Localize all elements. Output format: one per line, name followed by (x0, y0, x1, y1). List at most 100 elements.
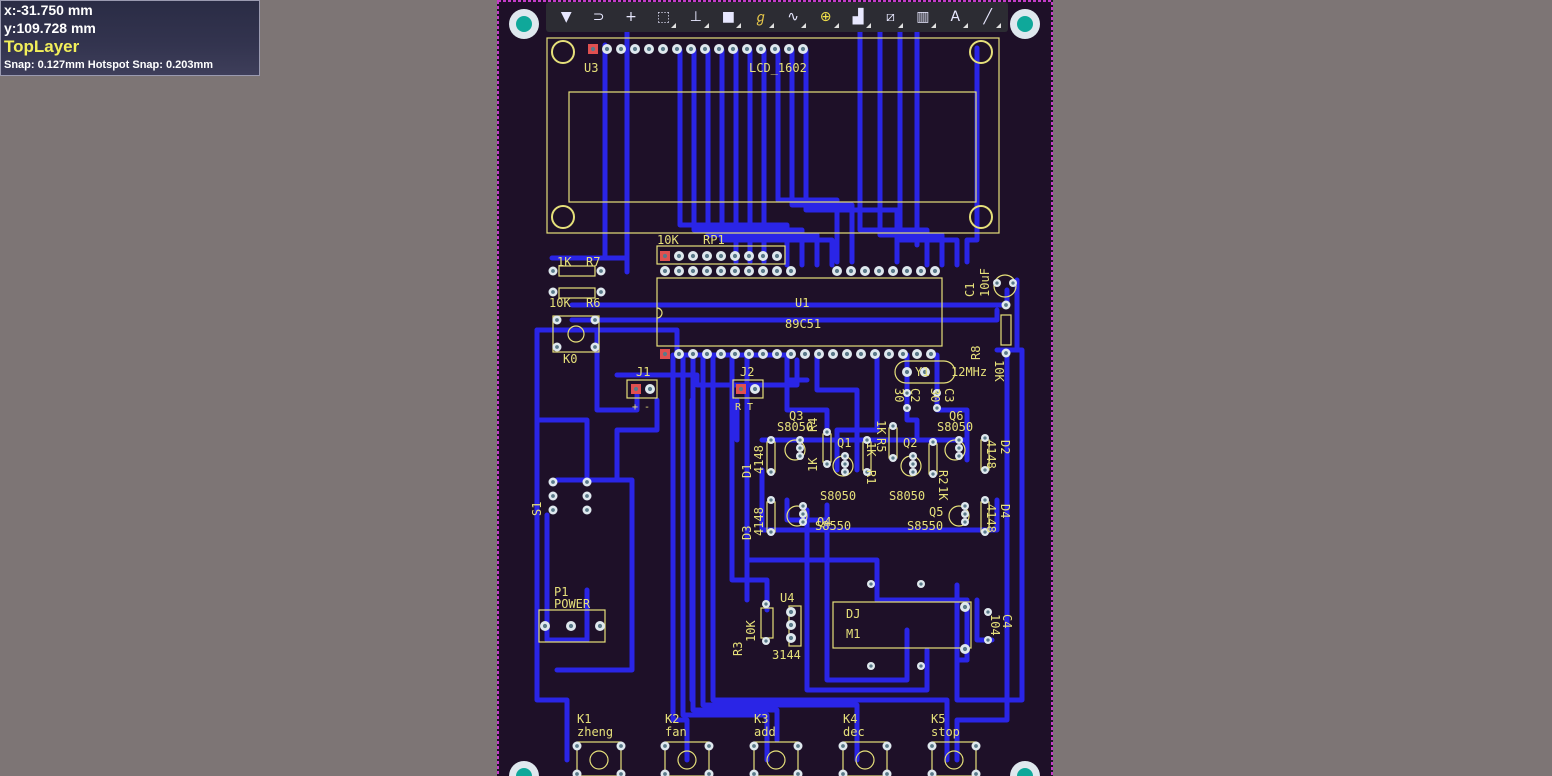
pad-hole (962, 604, 968, 610)
label-u4: U4 (780, 591, 794, 605)
label-d4: D4 (998, 504, 1012, 518)
current-layer: TopLayer (4, 37, 80, 56)
label-u1: U1 (795, 296, 809, 310)
label-c3-value: 30 (928, 388, 942, 402)
label-j1: J1 (636, 365, 650, 379)
pad-hole (769, 530, 773, 534)
align-icon[interactable]: ⊥ (685, 6, 709, 28)
pad-hole (788, 609, 794, 615)
pad-hole (746, 268, 752, 274)
pad-hole (862, 268, 868, 274)
pad-hole (772, 46, 778, 52)
label-r3: R3 (731, 642, 745, 656)
component-icon[interactable]: ■ (717, 6, 742, 28)
graph-icon[interactable]: ⧄ (879, 6, 904, 28)
pad-hole (848, 268, 854, 274)
pcb-board-canvas[interactable]: U3 LCD_1602 10K RP1 1K R7 10K R6 U1 89C5… (497, 0, 1053, 776)
label-q3: Q3 (789, 409, 803, 423)
pad-hole (974, 772, 978, 776)
label-r7-value: 1K (557, 255, 572, 269)
pad-hole (825, 430, 829, 434)
fill-icon[interactable]: ▟ (847, 6, 871, 28)
pad-hole (983, 498, 987, 502)
pad-hole (801, 512, 805, 516)
label-j1-pins: + - (632, 402, 650, 413)
select-rect-icon[interactable]: ⬚ (652, 6, 677, 28)
pad-hole (986, 610, 990, 614)
label-y1-value: 12MHz (951, 365, 987, 379)
pad-hole (935, 406, 939, 410)
pad-hole (885, 772, 889, 776)
pad-hole (555, 318, 559, 322)
label-r4: R4 (806, 418, 820, 432)
pad-hole (718, 268, 724, 274)
pad-hole (788, 351, 794, 357)
label-d3-value: 4148 (752, 507, 766, 536)
pad-hole (919, 664, 923, 668)
cross-icon[interactable]: + (625, 9, 637, 25)
pad-hole (869, 664, 873, 668)
pad-hole (774, 351, 780, 357)
pad-hole (769, 498, 773, 502)
pad-hole (957, 446, 961, 450)
pad-hole (593, 318, 597, 322)
pad-hole (801, 520, 805, 524)
label-d2: D2 (998, 440, 1012, 454)
label-u3: U3 (584, 61, 598, 75)
label-d2-value: 4148 (984, 440, 998, 469)
pad-hole (551, 480, 555, 484)
label-k3-value: add (754, 725, 776, 739)
pad-hole (555, 345, 559, 349)
magnet-icon[interactable]: ⊃ (592, 9, 605, 25)
pad-hole (905, 406, 909, 410)
pad-hole (752, 772, 756, 776)
pad-hole (930, 772, 934, 776)
pad-hole (905, 391, 909, 395)
pad-hole (858, 351, 864, 357)
silkscreen (538, 37, 1017, 776)
pad-hole (599, 269, 603, 273)
pad-hole (788, 622, 794, 628)
pad-hole (935, 391, 939, 395)
label-r1-value: 1K (864, 442, 878, 457)
pad-hole (704, 351, 710, 357)
text-icon[interactable]: A (944, 6, 969, 28)
pad-hole (1004, 351, 1008, 355)
pad-hole (983, 530, 987, 534)
pad-hole (885, 744, 889, 748)
label-q4-part: S8550 (815, 519, 851, 533)
via-icon[interactable]: ⊕ (815, 6, 839, 28)
pad-hole (647, 386, 653, 392)
pad-hole (918, 268, 924, 274)
pads (540, 44, 1017, 776)
pad-hole (585, 480, 589, 484)
label-p1: P1 (554, 585, 568, 599)
pad-hole (702, 46, 708, 52)
pad-hole (962, 646, 968, 652)
pad-hole (774, 268, 780, 274)
pad-hole (599, 290, 603, 294)
pad-hole (891, 424, 895, 428)
pad-hole (632, 46, 638, 52)
label-k4: K4 (843, 712, 857, 726)
pad-hole (886, 351, 892, 357)
pad-hole (597, 623, 603, 629)
label-c2-value: 30 (892, 388, 906, 402)
label-c3: C3 (942, 388, 956, 402)
line-icon[interactable]: ╱ (977, 6, 1001, 28)
pad-hole (995, 281, 999, 285)
filter-icon[interactable]: ▼ (560, 9, 572, 25)
pad-hole (730, 46, 736, 52)
pad-hole (786, 46, 792, 52)
chart-icon[interactable]: ▥ (912, 6, 936, 28)
pad-hole (802, 351, 808, 357)
rotated-designators: C1 10uF R8 10K 30 C2 30 C3 R4 1K 1K R1 1… (530, 268, 1014, 656)
route-icon[interactable]: ℊ (750, 6, 774, 28)
pad-hole (922, 369, 928, 375)
pad-hole (593, 345, 597, 349)
pad-hole (604, 46, 610, 52)
pad-hole (798, 438, 802, 442)
label-k0: K0 (563, 352, 577, 366)
pad-hole (843, 462, 847, 466)
diff-pair-icon[interactable]: ∿ (782, 6, 807, 28)
